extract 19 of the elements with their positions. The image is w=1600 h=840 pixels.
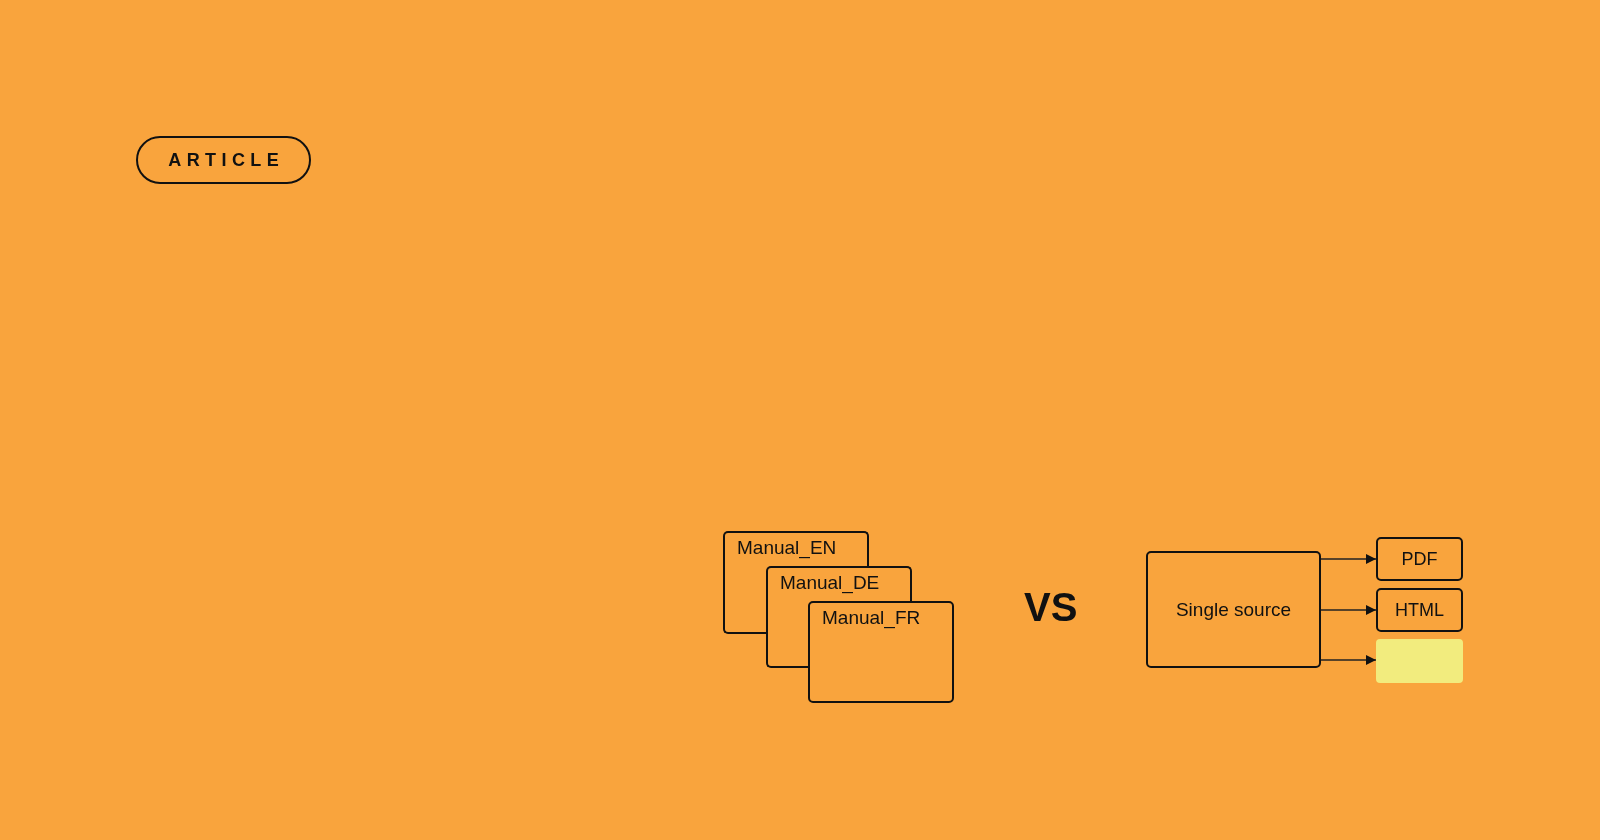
category-tag <box>136 136 311 184</box>
output-box <box>1376 588 1463 632</box>
vs-label: VS <box>1024 587 1078 627</box>
box-label: Single source <box>1175 597 1292 622</box>
document-box <box>766 566 912 601</box>
box-label: HTML <box>1395 599 1444 621</box>
arrow <box>1320 554 1377 564</box>
output-box <box>1376 639 1463 683</box>
box-label: Manual_DE <box>780 571 881 596</box>
box-label: Manual_FR <box>822 606 922 631</box>
arrow <box>1320 655 1377 665</box>
arrow <box>1320 605 1377 615</box>
box-label: Manual_EN <box>737 536 838 561</box>
source-box <box>1146 551 1321 668</box>
box-label: ARTICLE <box>167 151 285 169</box>
document-box <box>723 531 869 566</box>
box-label: PDF <box>1401 548 1438 570</box>
document-box <box>808 601 954 703</box>
output-box <box>1376 537 1463 581</box>
